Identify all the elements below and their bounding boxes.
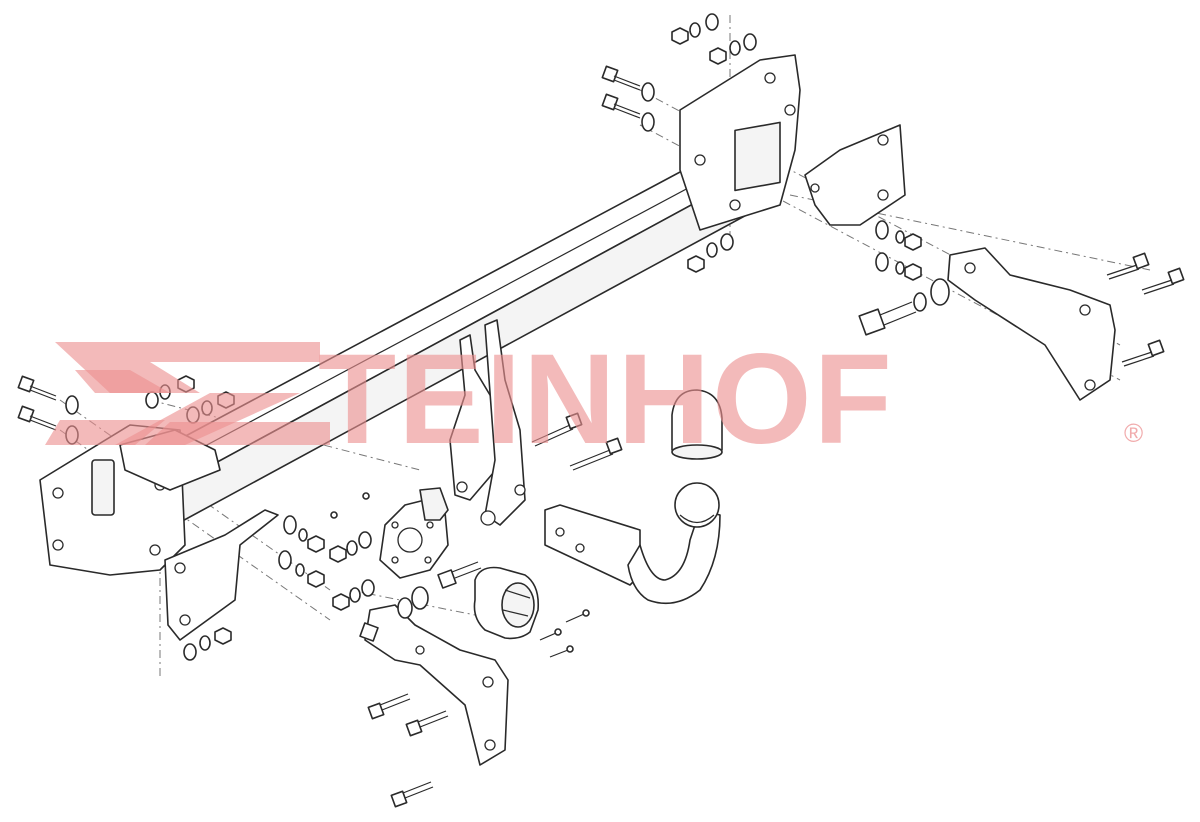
registered-symbol: ®	[1124, 418, 1143, 448]
steinhof-logo-mark	[45, 342, 330, 445]
right-crossbar-flange	[679, 54, 801, 231]
bolt	[1106, 252, 1150, 280]
bolt-large	[858, 301, 917, 336]
right-side-bracket	[947, 247, 1116, 401]
electrical-socket-plate	[379, 487, 449, 579]
bolt	[601, 93, 641, 119]
left-lower-bracket	[164, 509, 279, 641]
lower-centre-bracket	[364, 604, 509, 766]
bolt	[17, 405, 57, 431]
bolt	[390, 781, 434, 808]
tow-ball-neck	[544, 482, 721, 605]
bolt	[437, 561, 482, 589]
right-upper-bracket	[804, 124, 906, 226]
bolt	[367, 693, 411, 720]
bolt	[17, 375, 57, 401]
bolt	[405, 710, 449, 737]
bolt	[359, 622, 379, 642]
centre-hanger-bracket	[449, 319, 526, 526]
bolt	[601, 65, 641, 91]
tow-ball-cap	[671, 389, 723, 460]
steinhof-watermark: TEINHOF ®	[45, 328, 1143, 471]
bolt	[1121, 339, 1165, 367]
bolts	[17, 65, 1185, 808]
brand-wordmark: TEINHOF	[318, 328, 894, 471]
bolt	[1141, 267, 1185, 295]
bolt	[569, 437, 623, 471]
electrical-socket	[473, 566, 540, 640]
bolt	[531, 412, 583, 447]
